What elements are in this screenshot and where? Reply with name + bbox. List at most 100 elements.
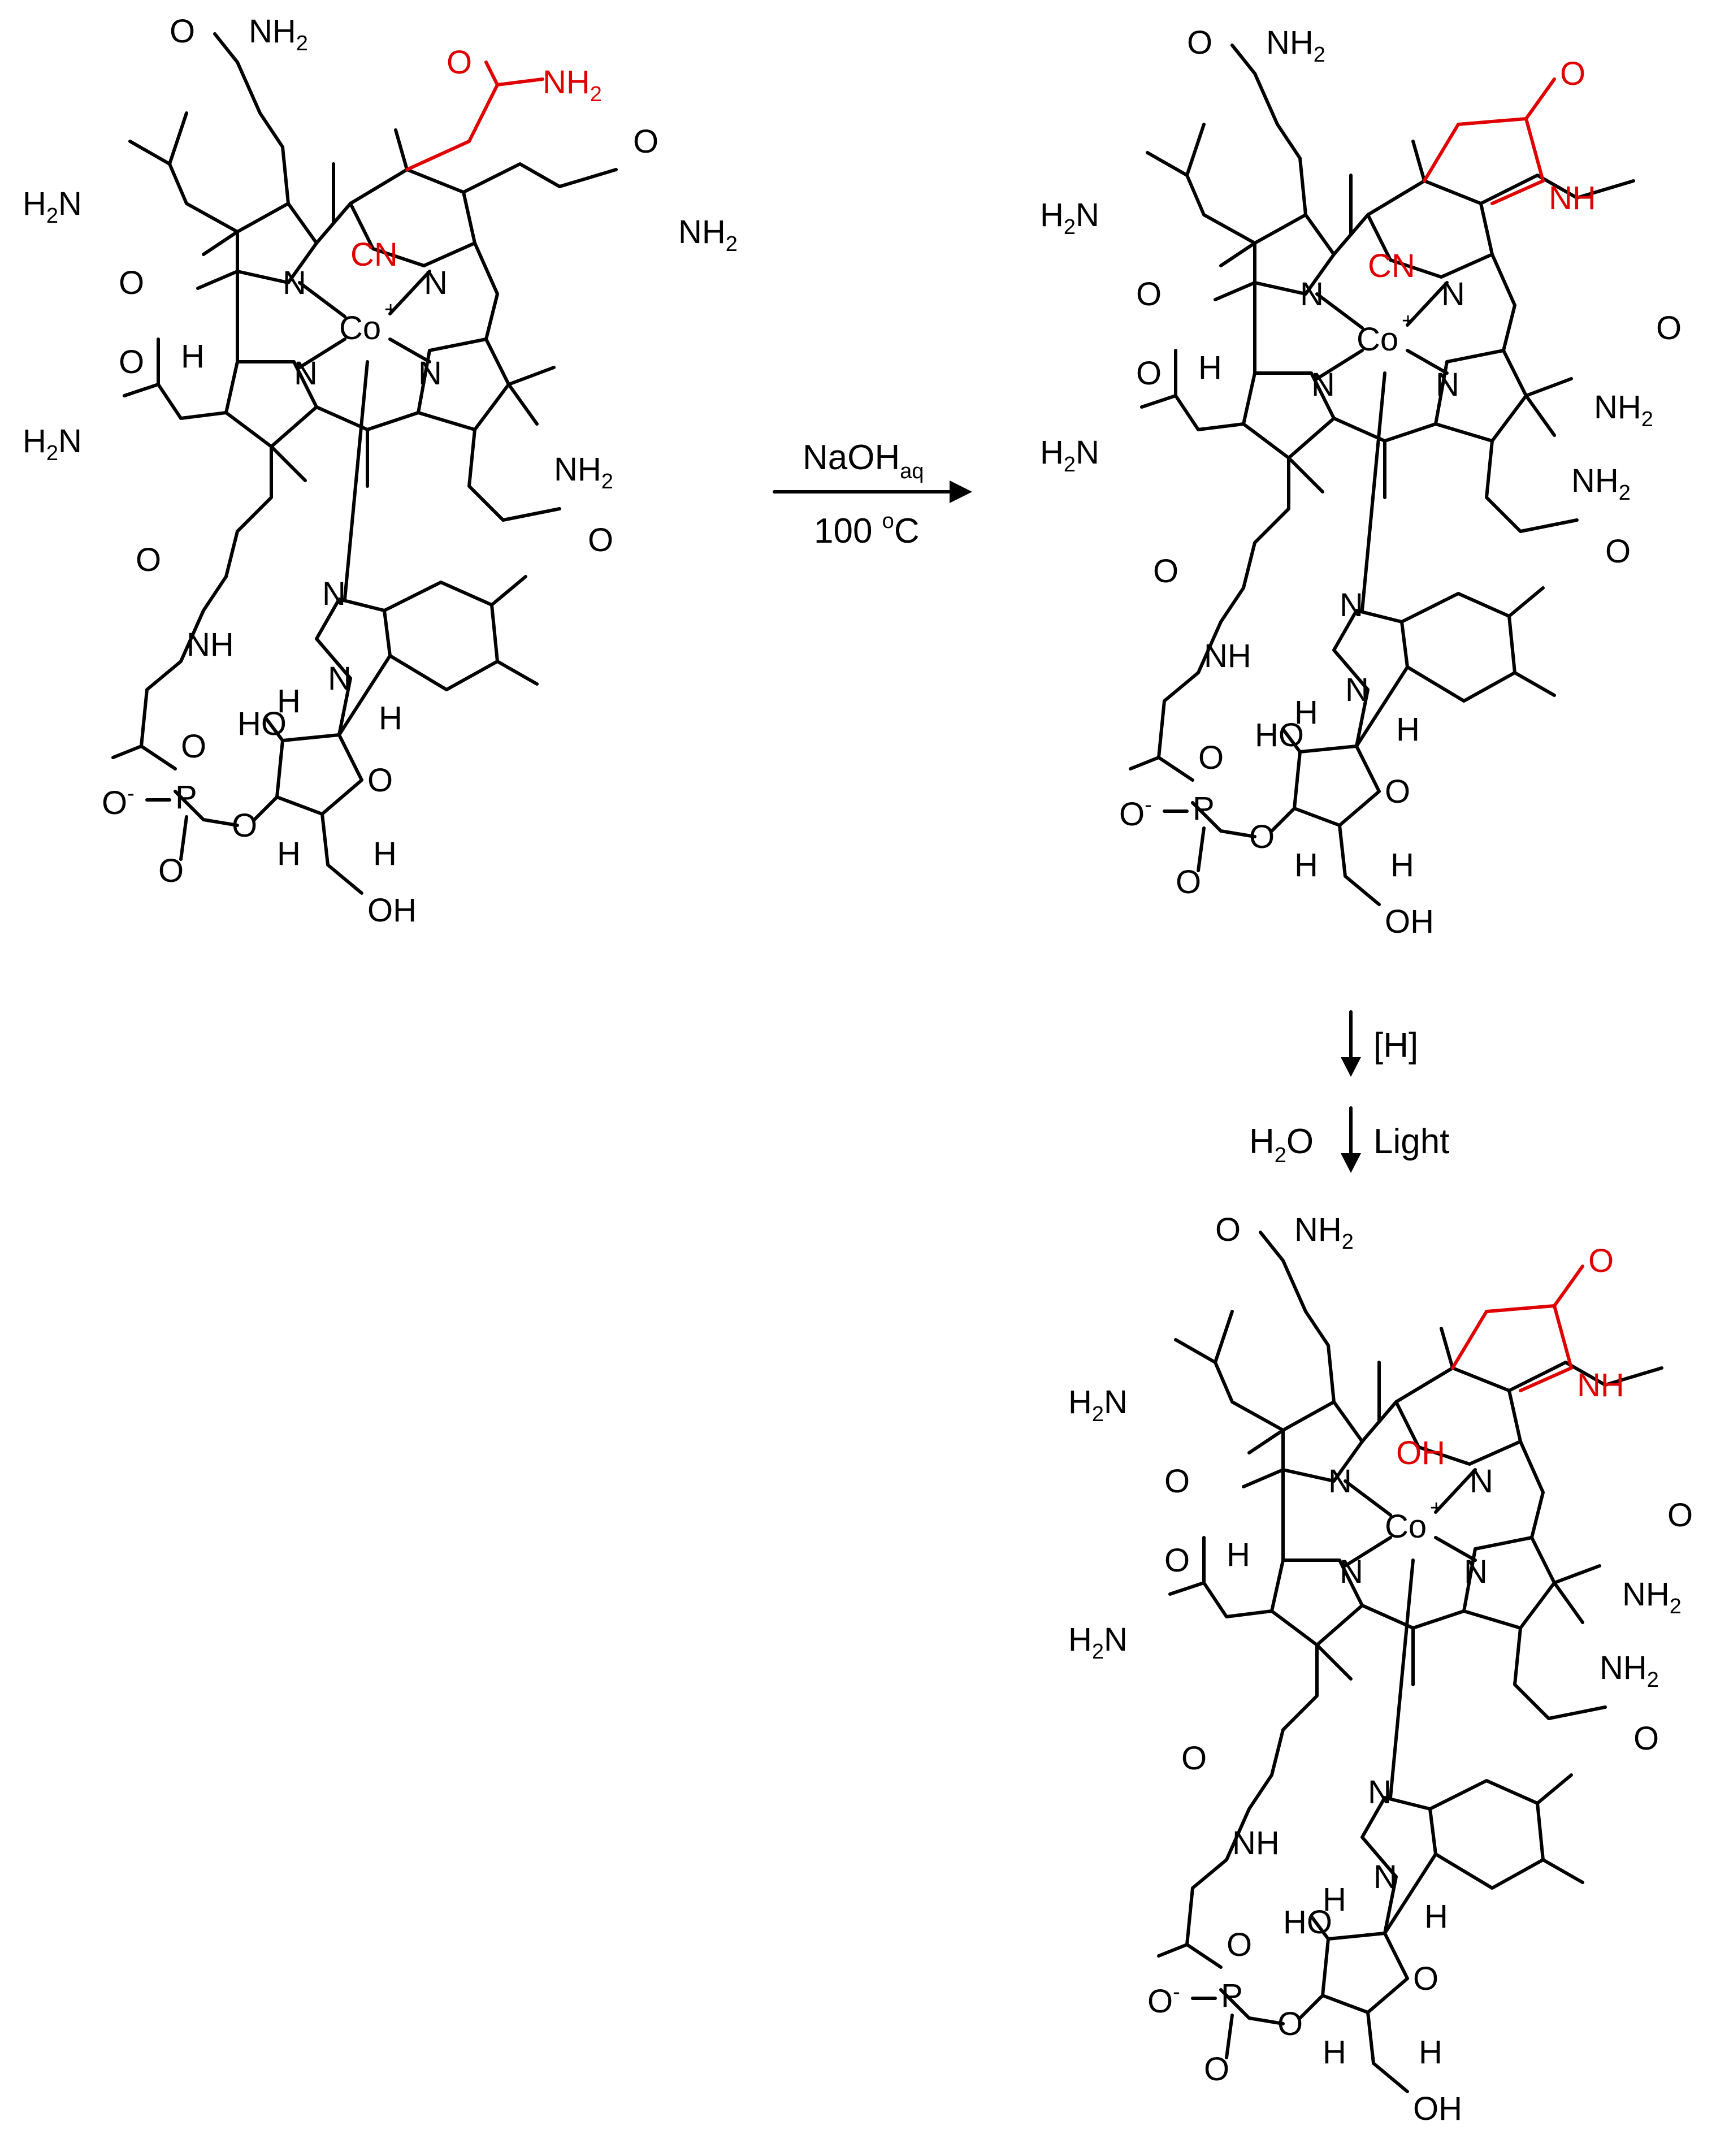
n-ring-c-2: N bbox=[1436, 366, 1459, 403]
label-oh-2: OH bbox=[1385, 903, 1434, 940]
n-ring-a-2: N bbox=[1300, 276, 1324, 313]
n-ring-b-2: N bbox=[1441, 276, 1465, 313]
label-br-o-2: O bbox=[1605, 533, 1631, 570]
label-lactam-o-3: O bbox=[1588, 1242, 1614, 1279]
label-bzim-n3: N bbox=[328, 660, 352, 697]
label-right-nh2-2: NH2 bbox=[1594, 389, 1653, 431]
label-left2-o: O bbox=[119, 344, 144, 380]
label-left2-h2n-3: H2N bbox=[1068, 1621, 1128, 1664]
label-ribose-h1-3: H bbox=[1323, 1881, 1346, 1918]
condition-water: H2O bbox=[1249, 1122, 1314, 1167]
label-bzim-n3-3: N bbox=[1373, 1859, 1397, 1895]
reaction-arrow-3: H2O Light bbox=[1249, 1106, 1449, 1173]
condition-reduction: [H] bbox=[1373, 1026, 1418, 1065]
label-ribose-h3-2: H bbox=[1294, 847, 1318, 884]
n-ring-b-3: N bbox=[1470, 1463, 1493, 1500]
label-ribose-h3-3: H bbox=[1323, 2034, 1346, 2071]
label-ribose-h2: H bbox=[379, 700, 402, 737]
label-br-nh2-3: NH2 bbox=[1600, 1650, 1659, 1692]
label-loop-nh-3: NH bbox=[1232, 1825, 1280, 1861]
label-right-o: O bbox=[633, 123, 658, 160]
cobalt-charge-2: + bbox=[1402, 309, 1414, 333]
label-ribose-h2-3: H bbox=[1424, 1898, 1448, 1935]
label-h-ring: H bbox=[181, 338, 205, 375]
label-ribose-o-2: O bbox=[1385, 773, 1410, 810]
n-ring-a-3: N bbox=[1328, 1463, 1352, 1500]
label-phos-o2: O bbox=[232, 807, 257, 844]
hydroxo-ligand: OH bbox=[1396, 1435, 1445, 1471]
cobalt-atom-3: Co bbox=[1385, 1508, 1427, 1545]
label-ribose-ho-3: HO bbox=[1283, 1904, 1332, 1941]
reaction-arrow-2: [H] bbox=[1341, 1010, 1418, 1077]
label-loop-nh: NH bbox=[187, 626, 234, 663]
label-br-nh2-2: NH2 bbox=[1571, 462, 1631, 505]
label-top-nh2-3: NH2 bbox=[1294, 1211, 1354, 1254]
label-top-nh2-2: NH2 bbox=[1266, 24, 1325, 67]
label-ribose-h4-2: H bbox=[1390, 847, 1414, 884]
label-oh-3: OH bbox=[1413, 2090, 1462, 2127]
label-o-red: O bbox=[447, 44, 472, 81]
label-left-o-2: O bbox=[1136, 276, 1162, 313]
label-ribose-o: O bbox=[367, 762, 393, 799]
label-phos-ominus-2: O- bbox=[1119, 793, 1152, 833]
label-loop-nh-2: NH bbox=[1204, 638, 1251, 674]
label-ribose-ho: HO bbox=[237, 705, 287, 742]
label-h-ring-3: H bbox=[1227, 1536, 1250, 1573]
label-phos-o2-3: O bbox=[1277, 2006, 1303, 2042]
label-right-nh2: NH2 bbox=[678, 214, 738, 256]
n-ring-d-3: N bbox=[1340, 1553, 1363, 1590]
label-top-o-3: O bbox=[1215, 1211, 1241, 1248]
label-loop-o: O bbox=[136, 542, 161, 578]
label-left-h2n-3: H2N bbox=[1068, 1384, 1128, 1426]
label-lactam-o: O bbox=[1560, 55, 1585, 92]
reaction-arrow-1: NaOHaq 100 oC bbox=[773, 438, 972, 551]
n-ring-c-3: N bbox=[1464, 1553, 1488, 1590]
label-left-o: O bbox=[119, 265, 144, 301]
molecule-intermediate: O NH Co + CN N N N N NH2 O H2N O NH2 O H… bbox=[1040, 24, 1682, 940]
label-lactam-nh-3: NH bbox=[1577, 1367, 1624, 1404]
label-phos-ominus-3: O- bbox=[1147, 1980, 1180, 2020]
highlight-lactam-3 bbox=[1451, 1304, 1573, 1392]
label-phos-o1-2: O bbox=[1198, 739, 1224, 776]
label-ribose-h1: H bbox=[277, 683, 301, 720]
highlight-lactam bbox=[1423, 117, 1545, 205]
cobalt-atom-2: Co bbox=[1357, 321, 1398, 358]
condition-temp: 100 oC bbox=[814, 509, 920, 551]
label-right-nh2-3: NH2 bbox=[1622, 1576, 1682, 1618]
label-h-ring-2: H bbox=[1198, 349, 1222, 386]
condition-light: Light bbox=[1373, 1122, 1449, 1161]
label-br-o-3: O bbox=[1633, 1720, 1659, 1757]
label-ribose-h1-2: H bbox=[1294, 694, 1318, 731]
molecule-reactant: NH2 O Co + CN N N N N NH2 O H2N O NH2 O … bbox=[23, 13, 738, 929]
label-phos-ominus: O- bbox=[102, 782, 135, 821]
label-ribose-ho-2: HO bbox=[1255, 717, 1304, 754]
label-phos-p: P bbox=[175, 779, 197, 816]
label-nh2-red: NH2 bbox=[543, 64, 602, 106]
label-bzim-n3-2: N bbox=[1345, 672, 1369, 708]
label-right-o-3: O bbox=[1667, 1497, 1693, 1534]
label-oh: OH bbox=[367, 892, 417, 929]
n-ring-b: N bbox=[424, 265, 448, 301]
label-loop-o-2: O bbox=[1153, 553, 1178, 590]
n-ring-a: N bbox=[283, 265, 306, 301]
cobalt-charge-3: + bbox=[1430, 1496, 1442, 1520]
label-ribose-h2-2: H bbox=[1396, 711, 1420, 748]
label-ribose-h4: H bbox=[373, 835, 397, 872]
label-loop-o-3: O bbox=[1181, 1740, 1207, 1777]
label-left-h2n-2: H2N bbox=[1040, 197, 1099, 239]
label-left2-o-2: O bbox=[1136, 355, 1162, 392]
label-bzim-n1-3: N bbox=[1368, 1774, 1392, 1811]
highlight-acetamide bbox=[405, 77, 544, 171]
n-ring-d: N bbox=[294, 355, 318, 392]
label-bzim-n1: N bbox=[322, 575, 346, 612]
condition-naoh: NaOHaq bbox=[803, 438, 924, 483]
label-top-nh2: NH2 bbox=[249, 13, 308, 55]
n-ring-c: N bbox=[418, 355, 442, 392]
label-left-o-3: O bbox=[1164, 1463, 1190, 1500]
label-br-o: O bbox=[588, 522, 613, 559]
label-ribose-h4-3: H bbox=[1419, 2034, 1442, 2071]
label-ribose-o-3: O bbox=[1413, 1960, 1438, 1997]
molecule-product: O NH Co + OH N N N N NH2 O H2N O NH2 O H… bbox=[1068, 1211, 1693, 2127]
label-top-o: O bbox=[170, 13, 195, 50]
label-left2-o-3: O bbox=[1164, 1542, 1190, 1579]
